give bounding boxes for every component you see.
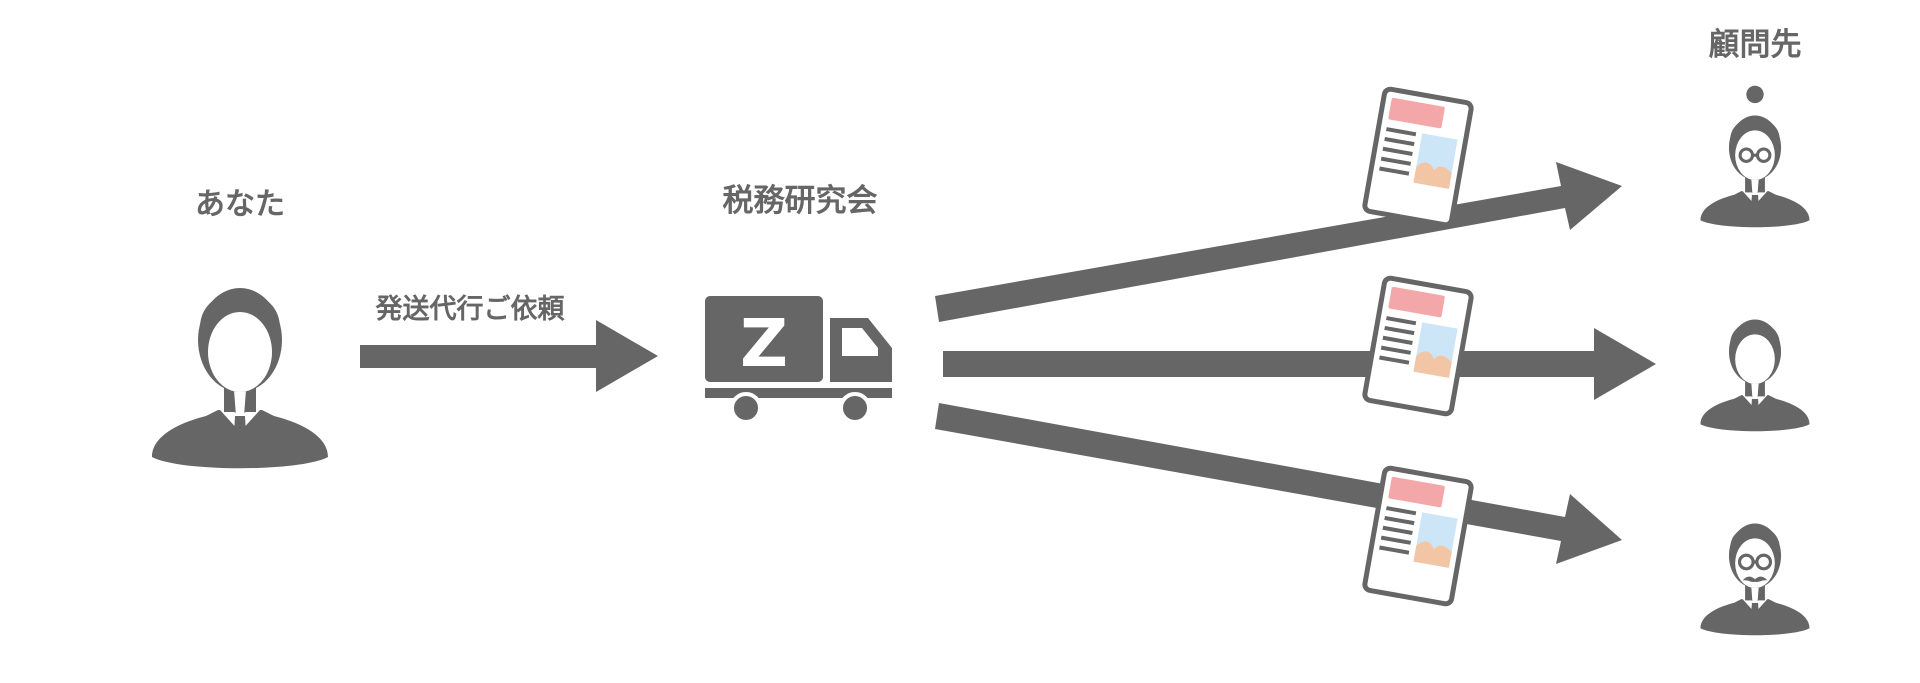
clients-label: 顧問先 (1709, 27, 1802, 63)
you-node: あなた (152, 187, 328, 469)
delivery-arrow-top (935, 162, 1622, 322)
tax-association-node: 税務研究会 Z (705, 183, 892, 424)
businessman-icon (1700, 319, 1810, 432)
newsletter-icon (1364, 88, 1472, 225)
woman-with-glasses-icon (1700, 85, 1810, 228)
you-label: あなた (195, 187, 285, 222)
truck-letter: Z (740, 305, 788, 382)
delivery-truck-icon: Z (705, 296, 892, 424)
businessman-icon (152, 288, 328, 469)
newsletter-icon (1364, 277, 1472, 414)
man-with-glasses-mustache-icon (1700, 523, 1810, 636)
request-label: 発送代行ご依頼 (375, 293, 566, 325)
delivery-arrow-middle (943, 328, 1656, 400)
delivery-arrow-bottom (935, 403, 1622, 564)
newsletter-icon (1364, 467, 1472, 604)
tax-association-label: 税務研究会 (723, 183, 878, 219)
request-edge: 発送代行ご依頼 (360, 293, 658, 392)
request-arrow (360, 320, 658, 392)
clients-node: 顧問先 (1700, 27, 1810, 636)
delivery-arrows (935, 162, 1656, 564)
